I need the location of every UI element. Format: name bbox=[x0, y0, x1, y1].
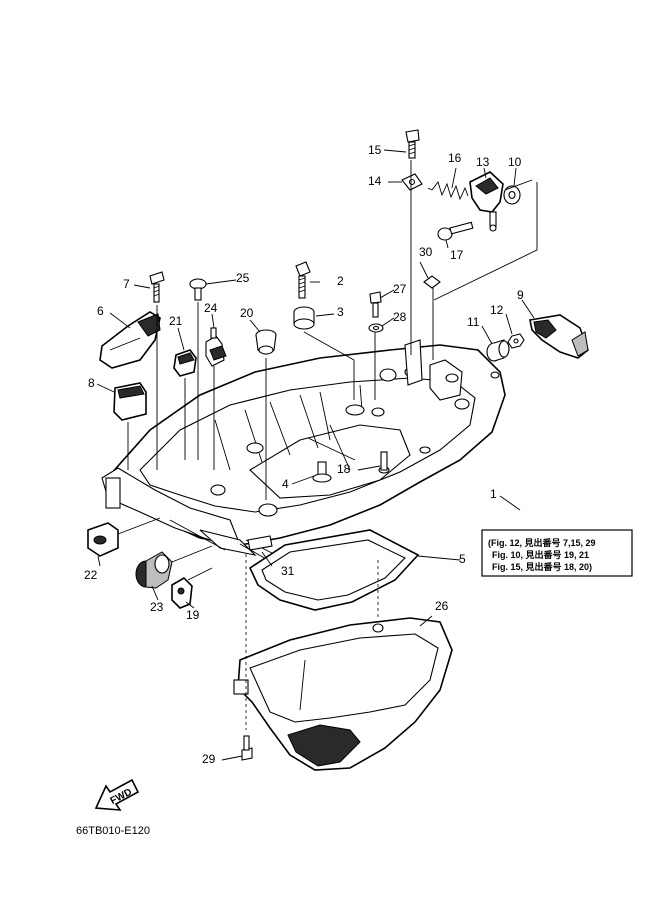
stud-part-4 bbox=[312, 461, 332, 483]
grommet-part-22 bbox=[87, 522, 119, 557]
spring-part-16 bbox=[427, 181, 469, 201]
callout-14: 14 bbox=[368, 174, 382, 188]
nut-part-12 bbox=[507, 333, 525, 349]
callout-25: 25 bbox=[236, 271, 250, 285]
callout-2: 2 bbox=[337, 274, 344, 288]
bushing-part-11 bbox=[486, 339, 510, 362]
plate-part-14 bbox=[401, 173, 423, 191]
callout-9: 9 bbox=[517, 288, 524, 302]
callout-10: 10 bbox=[508, 155, 522, 169]
tube-part-31 bbox=[247, 535, 273, 551]
callout-labels: 1 2 3 4 5 6 7 8 9 10 11 12 13 14 15 16 1… bbox=[84, 143, 524, 766]
lower-cover-part bbox=[233, 617, 453, 771]
seal-part bbox=[248, 529, 420, 611]
leader-lines bbox=[96, 149, 538, 761]
callout-12: 12 bbox=[490, 303, 504, 317]
grommet-part-3 bbox=[293, 306, 315, 330]
callout-18: 18 bbox=[337, 462, 351, 476]
callout-21: 21 bbox=[169, 314, 183, 328]
rivet-part-25 bbox=[189, 278, 207, 301]
callout-23: 23 bbox=[150, 600, 164, 614]
lever-part-6 bbox=[99, 311, 161, 369]
callout-26: 26 bbox=[435, 599, 449, 613]
reference-note-box: (Fig. 12, 見出番号 7,15, 29 Fig. 10, 見出番号 19… bbox=[481, 529, 633, 577]
reference-line-1: (Fig. 12, 見出番号 7,15, 29 bbox=[488, 537, 596, 548]
fwd-label: FWD bbox=[109, 787, 134, 807]
callout-24: 24 bbox=[204, 301, 218, 315]
screw-part-18 bbox=[378, 451, 390, 474]
bushing-part-10 bbox=[503, 185, 521, 205]
callout-20: 20 bbox=[240, 306, 254, 320]
callout-30: 30 bbox=[419, 245, 433, 259]
grommet-part-20 bbox=[255, 329, 277, 355]
callout-13: 13 bbox=[476, 155, 490, 169]
bolt-part-17 bbox=[437, 221, 474, 241]
drawing-code: 66TB010-E120 bbox=[76, 825, 150, 837]
callout-5: 5 bbox=[459, 552, 466, 566]
cap-part-21 bbox=[173, 349, 197, 377]
screw-part-29 bbox=[241, 735, 253, 761]
bracket-part-13 bbox=[469, 171, 504, 232]
callout-17: 17 bbox=[450, 248, 464, 262]
handle-part-9 bbox=[529, 314, 589, 359]
washer-part-28 bbox=[368, 323, 384, 333]
callout-6: 6 bbox=[97, 304, 104, 318]
callout-16: 16 bbox=[448, 151, 462, 165]
callout-15: 15 bbox=[368, 143, 382, 157]
bottom-cowling-part bbox=[101, 339, 506, 561]
callout-11: 11 bbox=[467, 315, 480, 329]
callout-1: 1 bbox=[490, 487, 497, 501]
clip-part-8 bbox=[113, 382, 147, 421]
callout-7: 7 bbox=[123, 277, 130, 291]
bolt-part-2 bbox=[295, 261, 311, 299]
callout-8: 8 bbox=[88, 376, 95, 390]
callout-29: 29 bbox=[202, 752, 216, 766]
reference-line-3: Fig. 15, 見出番号 18, 20) bbox=[492, 561, 592, 572]
bushing-part-23 bbox=[135, 551, 173, 589]
callout-22: 22 bbox=[84, 568, 98, 582]
callout-4: 4 bbox=[282, 477, 289, 491]
label-part-30 bbox=[423, 275, 441, 289]
clamp-part-24 bbox=[205, 327, 227, 367]
callout-27: 27 bbox=[393, 282, 407, 296]
bolt-part-27 bbox=[369, 291, 382, 318]
callout-28: 28 bbox=[393, 310, 407, 324]
screw-part-7 bbox=[149, 271, 165, 303]
reference-line-2: Fig. 10, 見出番号 19, 21 bbox=[492, 549, 589, 560]
bolt-part-15 bbox=[405, 129, 420, 159]
fwd-arrow-icon: FWD bbox=[94, 778, 140, 811]
callout-31: 31 bbox=[281, 564, 295, 578]
plate-part-19 bbox=[171, 576, 193, 609]
callout-3: 3 bbox=[337, 305, 344, 319]
callout-19: 19 bbox=[186, 608, 200, 622]
